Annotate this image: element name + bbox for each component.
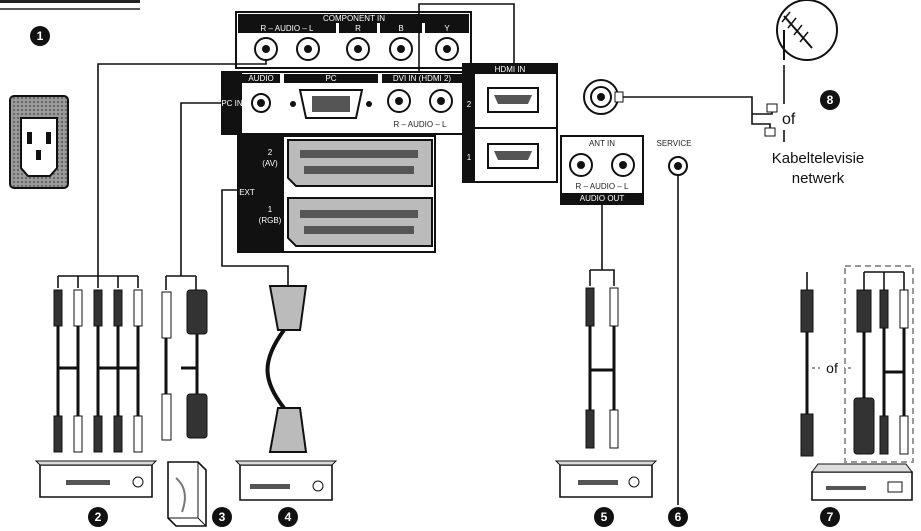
audio-out-cable	[585, 287, 619, 449]
component-jacks[interactable]	[254, 37, 459, 61]
settop-box-icon	[811, 463, 913, 501]
callout-8: 8	[820, 90, 840, 110]
callout-3: 3	[212, 507, 232, 527]
pr-label: R	[355, 24, 361, 33]
cable-network-label-2: netwerk	[792, 170, 845, 187]
hdmi-in-label: HDMI IN	[495, 65, 526, 74]
hdmi-1-port[interactable]	[487, 143, 539, 169]
svg-text:3: 3	[219, 510, 226, 524]
coax-plug-icon	[583, 79, 624, 115]
audio-out-label: AUDIO OUT	[580, 194, 625, 203]
antenna-connector-icons	[764, 103, 778, 137]
svg-text:5: 5	[601, 510, 608, 524]
pc-audio-jack[interactable]	[251, 93, 271, 113]
svg-text:8: 8	[827, 93, 834, 107]
svg-text:4: 4	[285, 510, 292, 524]
service-port[interactable]	[668, 156, 688, 176]
ext-label: EXT	[239, 188, 255, 197]
scart-2-label: 2	[268, 148, 273, 157]
hdmi-1-label: 1	[467, 153, 472, 162]
component-in-label: COMPONENT IN	[323, 14, 385, 23]
audio-lr-label: R – AUDIO – L	[261, 24, 314, 33]
scart-cable	[265, 285, 308, 453]
audio-system-icon	[554, 460, 658, 498]
scart-1-sub: (RGB)	[259, 216, 282, 225]
callout-1: 1	[30, 26, 50, 46]
scart-2-sub: (AV)	[262, 159, 278, 168]
callout-6: 6	[668, 507, 688, 527]
svg-text:1: 1	[37, 29, 44, 43]
svg-text:2: 2	[95, 510, 102, 524]
antenna-icon	[776, 0, 838, 61]
tv-rear-panel: COMPONENT IN R – AUDIO – L R B Y PC IN A…	[221, 11, 692, 253]
hdmi-2-label: 2	[467, 100, 472, 109]
svg-text:7: 7	[827, 510, 834, 524]
callout-4: 4	[278, 507, 298, 527]
scart-1-label: 1	[268, 205, 273, 214]
audio-out-lr-label: R – AUDIO – L	[576, 182, 629, 191]
dvi-audio-jacks[interactable]	[387, 89, 453, 113]
section-header	[0, 0, 140, 10]
y-label: Y	[444, 24, 450, 33]
power-inlet[interactable]	[9, 95, 69, 189]
callout-7: 7	[820, 507, 840, 527]
svg-text:6: 6	[675, 510, 682, 524]
pc-cable	[161, 289, 208, 441]
pc-tower-icon	[167, 461, 207, 527]
ant-in-label: ANT IN	[589, 139, 615, 148]
cable-network-label-1: Kabeltelevisie	[772, 150, 865, 167]
hdmi-2-port[interactable]	[487, 87, 539, 113]
pc-label: PC	[325, 74, 336, 83]
pc-in-label: PC IN	[221, 99, 243, 108]
or-label-antenna: of	[782, 111, 796, 128]
dvd-player-icon	[34, 460, 158, 498]
or-label-device7: of	[826, 360, 838, 376]
vga-port[interactable]	[290, 89, 372, 119]
component-audio-cable	[53, 289, 143, 453]
pb-label: B	[398, 24, 403, 33]
vcr-icon	[234, 460, 338, 501]
audio-label: AUDIO	[248, 74, 273, 83]
audio-out-jacks[interactable]	[569, 153, 635, 177]
callout-2: 2	[88, 507, 108, 527]
service-label: SERVICE	[657, 139, 692, 148]
device7-cables	[800, 265, 914, 463]
callout-5: 5	[594, 507, 614, 527]
scart-2-port[interactable]	[287, 139, 433, 187]
dvi-audio-lr-label: R – AUDIO – L	[394, 120, 447, 129]
dvi-in-label: DVI IN (HDMI 2)	[393, 74, 452, 83]
scart-1-port[interactable]	[287, 197, 433, 247]
